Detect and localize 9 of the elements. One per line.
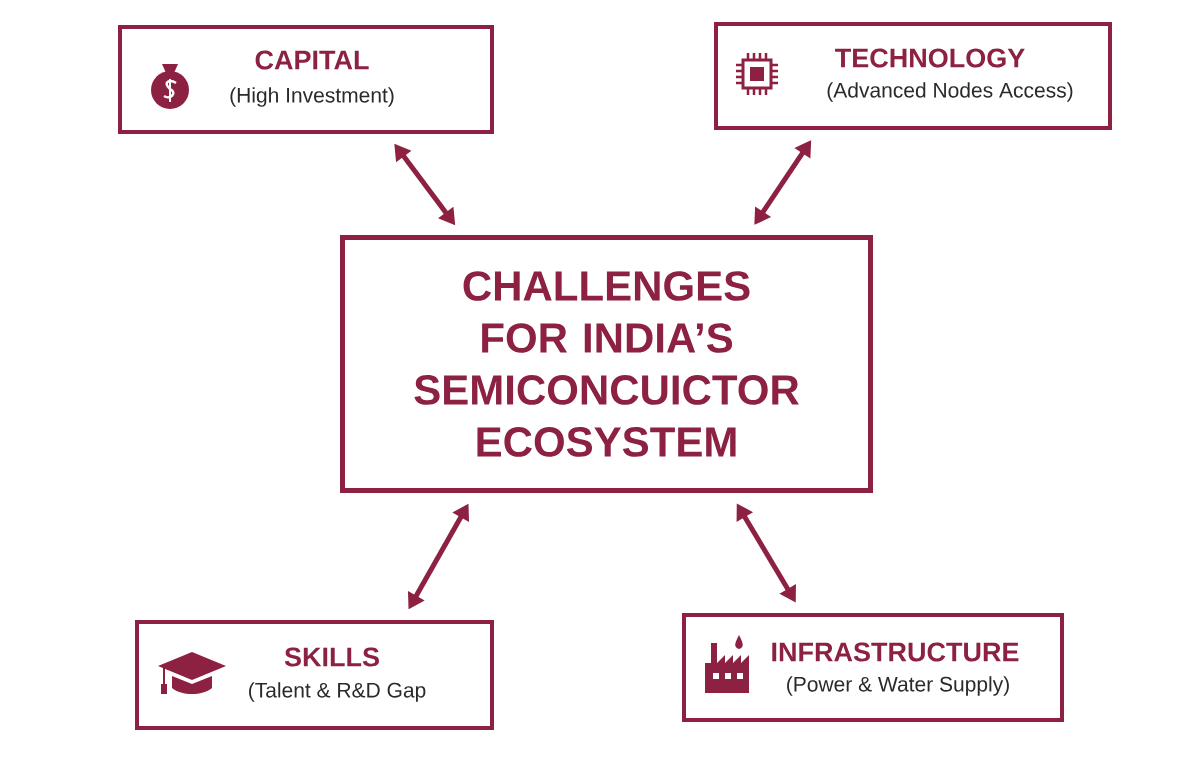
category-heading: SKILLS <box>284 647 379 667</box>
title-box: CHALLENGES FOR INDIA’S SEMICONCUICTOR ECOSYSTEM <box>340 235 873 493</box>
category-subtitle: (Advanced Nodes Access) <box>827 82 1073 102</box>
category-subtitle: (Power & Water Supply) <box>787 676 1009 696</box>
category-heading: INFRASTRUCTURE <box>772 642 1019 662</box>
category-heading: TECHNOLOGY <box>835 48 1025 68</box>
category-subtitle: (High Investment) <box>230 87 394 107</box>
category-heading: CAPITAL <box>255 50 369 70</box>
category-subtitle: (Talent & R&D Gap <box>249 682 426 702</box>
